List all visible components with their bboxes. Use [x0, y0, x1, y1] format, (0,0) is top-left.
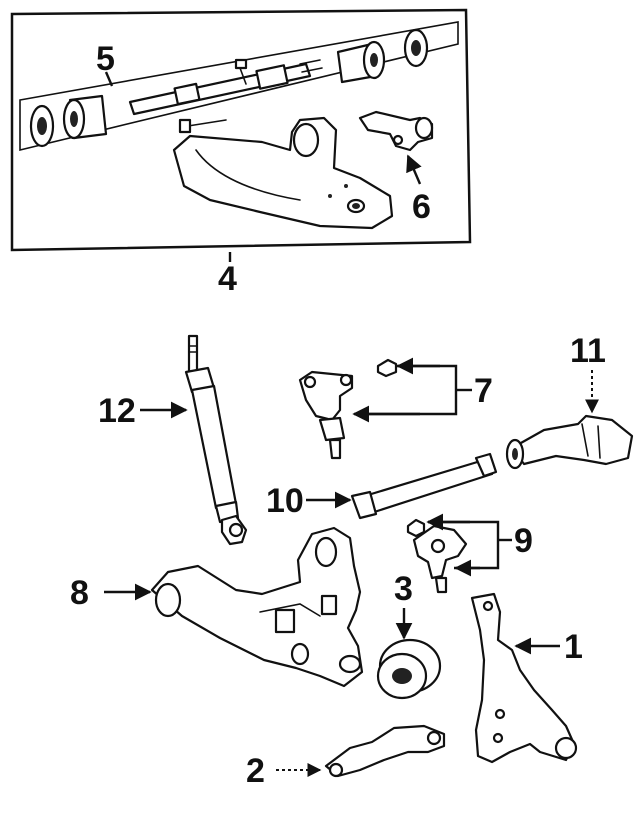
callout-12: 12 [98, 392, 136, 430]
callout-6: 6 [412, 188, 431, 226]
mount-bolt [178, 118, 227, 134]
callout-7: 7 [474, 372, 493, 410]
callout-2: 2 [246, 752, 265, 790]
knuckle-adapter [505, 414, 634, 470]
shaft-bolt [234, 58, 248, 85]
ball-joint-nut-small [406, 518, 426, 538]
lower-arm-bushing [376, 638, 442, 700]
shock-absorber [184, 334, 248, 546]
callout-3: 3 [394, 570, 413, 608]
callout-5: 5 [96, 40, 115, 78]
upper-control-arm [172, 116, 394, 230]
torsion-bar [350, 452, 498, 520]
leader-6 [406, 154, 422, 185]
leader-5 [104, 71, 114, 87]
assembly-frame [10, 8, 472, 252]
lower-ball-joint-small [412, 524, 468, 594]
callout-9: 9 [514, 522, 533, 560]
lower-control-arm [150, 526, 364, 688]
callout-8: 8 [70, 574, 89, 612]
callout-4: 4 [218, 260, 237, 298]
right-bushing-inner [336, 40, 386, 84]
upper-control-arm-assembly-group [10, 8, 472, 252]
leader-lines [104, 71, 599, 777]
left-bushing-inner [62, 94, 108, 140]
steering-arm [324, 724, 446, 778]
leader-7-bracket [360, 364, 458, 416]
upper-arm-shaft [128, 59, 323, 116]
upper-ball-joint [358, 110, 434, 152]
callout-labels: 5 6 4 11 7 12 10 9 3 8 1 2 [70, 40, 606, 790]
shaft-kit-frame [19, 21, 459, 152]
steering-knuckle [470, 592, 578, 764]
callout-11: 11 [570, 332, 606, 370]
callout-1: 1 [564, 628, 583, 666]
lower-ball-joint [298, 370, 354, 460]
left-bushing-outer [29, 104, 55, 148]
right-bushing-outer [403, 28, 429, 68]
callout-10: 10 [266, 482, 304, 520]
ball-joint-nut [376, 358, 398, 378]
